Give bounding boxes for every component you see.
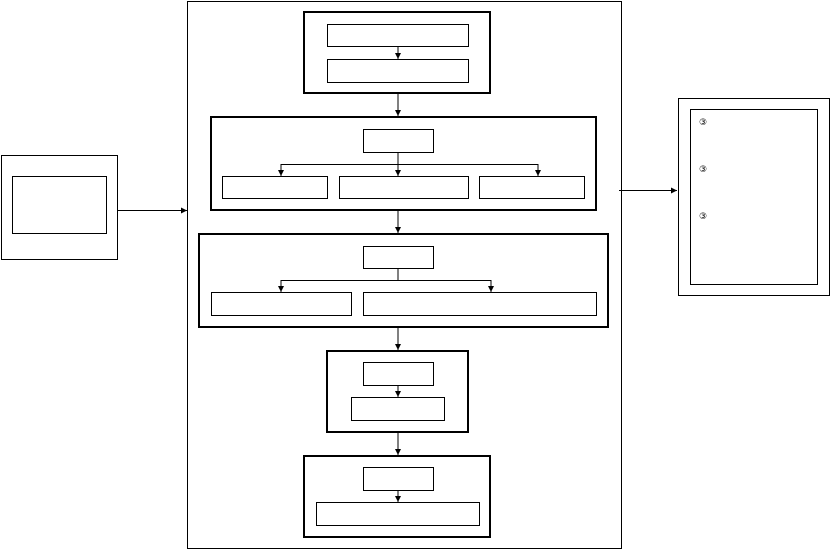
stage-4: [326, 350, 469, 433]
output-item-1-marker: ③: [699, 118, 707, 128]
stage-4-box-1: [363, 362, 434, 386]
stage-3-sub-box-1: [211, 292, 352, 316]
stage-2: [210, 116, 597, 211]
stage-5-box-2: [316, 502, 480, 526]
stage-4-frame: [326, 350, 469, 433]
stage-5-box-1: [363, 467, 434, 491]
input-panel-inner-box: [12, 176, 107, 234]
output-panel-inner-box: [690, 109, 818, 285]
stage-1-box-1: [327, 24, 469, 47]
stage-1-box-2: [327, 59, 469, 83]
input-panel-frame: [1, 155, 118, 260]
stage-1-frame: [303, 11, 491, 94]
stage-1: [303, 11, 491, 94]
stage-2-frame: [210, 116, 597, 211]
stage-5: [303, 455, 491, 538]
stage-5-frame: [303, 455, 491, 538]
output-panel-frame: [678, 98, 830, 296]
output-panel: [678, 98, 830, 296]
stage-3-frame: [198, 233, 609, 328]
input-panel: [1, 155, 118, 260]
stage-2-sub-box-3: [479, 176, 585, 199]
main-container: [187, 1, 622, 549]
stage-2-sub-box-2: [339, 176, 469, 199]
stage-3: [198, 233, 609, 328]
stage-4-box-2: [351, 397, 445, 421]
output-item-3-marker: ③: [699, 212, 707, 222]
stage-2-head-box: [363, 129, 434, 153]
stage-2-sub-box-1: [222, 176, 328, 199]
output-item-2-marker: ③: [699, 165, 707, 175]
stage-3-head-box: [363, 246, 434, 269]
stage-3-sub-box-2: [363, 292, 597, 316]
